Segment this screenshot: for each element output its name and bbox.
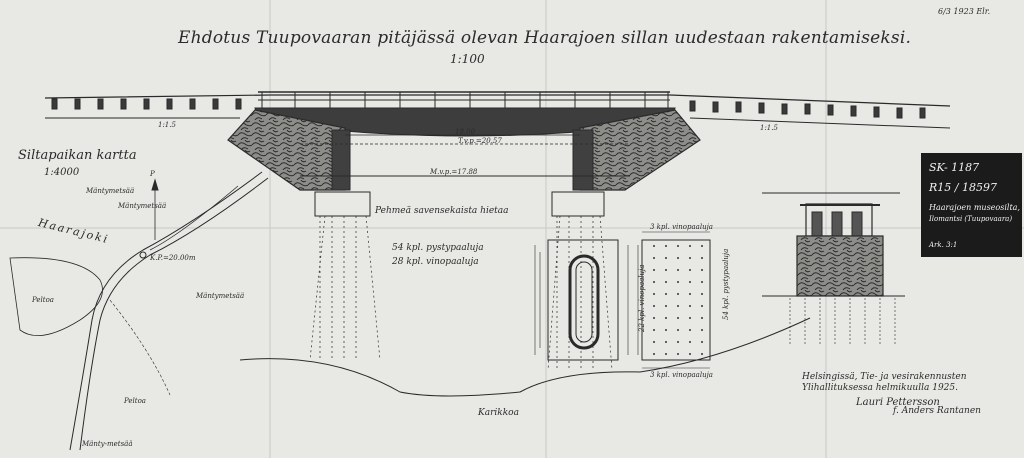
site-map-title: Siltapaikan kartta <box>18 148 137 163</box>
water-level-label: M.v.p.=17.88 <box>430 168 478 176</box>
plan-raked-left: 22 kpl. vinopaaluja <box>638 264 646 332</box>
site-map <box>9 171 269 451</box>
map-label-forest-3: Mäntymetsää <box>196 292 245 300</box>
drawing-title: Ehdotus Tuupovaaran pitäjässä olevan Haa… <box>178 28 912 48</box>
map-label-forest-4: Mänty-metsää <box>82 440 133 448</box>
benchmark-label: K.P.=20.00m <box>150 254 196 262</box>
map-label-forest-2: Mäntymetsää <box>118 202 167 210</box>
slope-right-label: 1:1.5 <box>760 124 778 132</box>
office-line-1: Helsingissä, Tie- ja vesirakennusten <box>802 372 967 382</box>
site-map-scale: 1:4000 <box>44 167 80 178</box>
archive-catalog-label: SK- 1187 R15 / 18597 Haarajoen museosilt… <box>921 153 1022 257</box>
plan-vertical-side: 54 kpl. pystypaaluja <box>722 248 730 320</box>
catalog-line-1: SK- 1187 <box>929 161 980 174</box>
ground-label: Karikkoa <box>478 408 519 418</box>
catalog-line-4: Ilomantsi (Tuupovaara) <box>929 215 1013 223</box>
map-label-field-2: Peltoa <box>124 397 146 405</box>
signature-1: Lauri Pettersson <box>856 397 940 408</box>
top-level-label: T.v.p.=20.57 <box>458 137 502 145</box>
foundation-plans <box>534 231 711 369</box>
north-arrow-label: P <box>150 170 155 178</box>
plan-raked-bottom: 3 kpl. vinopaaluja <box>650 371 713 379</box>
map-label-forest-1: Mäntymetsää <box>86 187 135 195</box>
cross-section <box>762 192 905 345</box>
slope-left-label: 1:1.5 <box>158 121 176 129</box>
drawing-scale: 1:100 <box>450 52 485 66</box>
bridge-elevation <box>44 91 951 397</box>
raked-piles-label: 28 kpl. vinopaaluja <box>392 257 479 267</box>
office-line-2: Ylihallituksessa helmikuulla 1925. <box>802 383 958 393</box>
soil-label: Pehmeä savensekaista hietaa <box>375 206 509 216</box>
catalog-line-3: Haarajoen museosilta, <box>929 203 1020 212</box>
catalog-line-5: Ark. 3:1 <box>929 241 958 249</box>
catalog-line-2: R15 / 18597 <box>929 181 997 194</box>
vertical-piles-label: 54 kpl. pystypaaluja <box>392 243 484 253</box>
signature-2: f. Anders Rantanen <box>893 406 981 416</box>
map-label-field-1: Peltoa <box>32 296 54 304</box>
date-stamp: 6/3 1923 Elr. <box>938 7 991 16</box>
plan-raked-top: 3 kpl. vinopaaluja <box>650 223 713 231</box>
span-label: 18.00 <box>455 128 476 136</box>
